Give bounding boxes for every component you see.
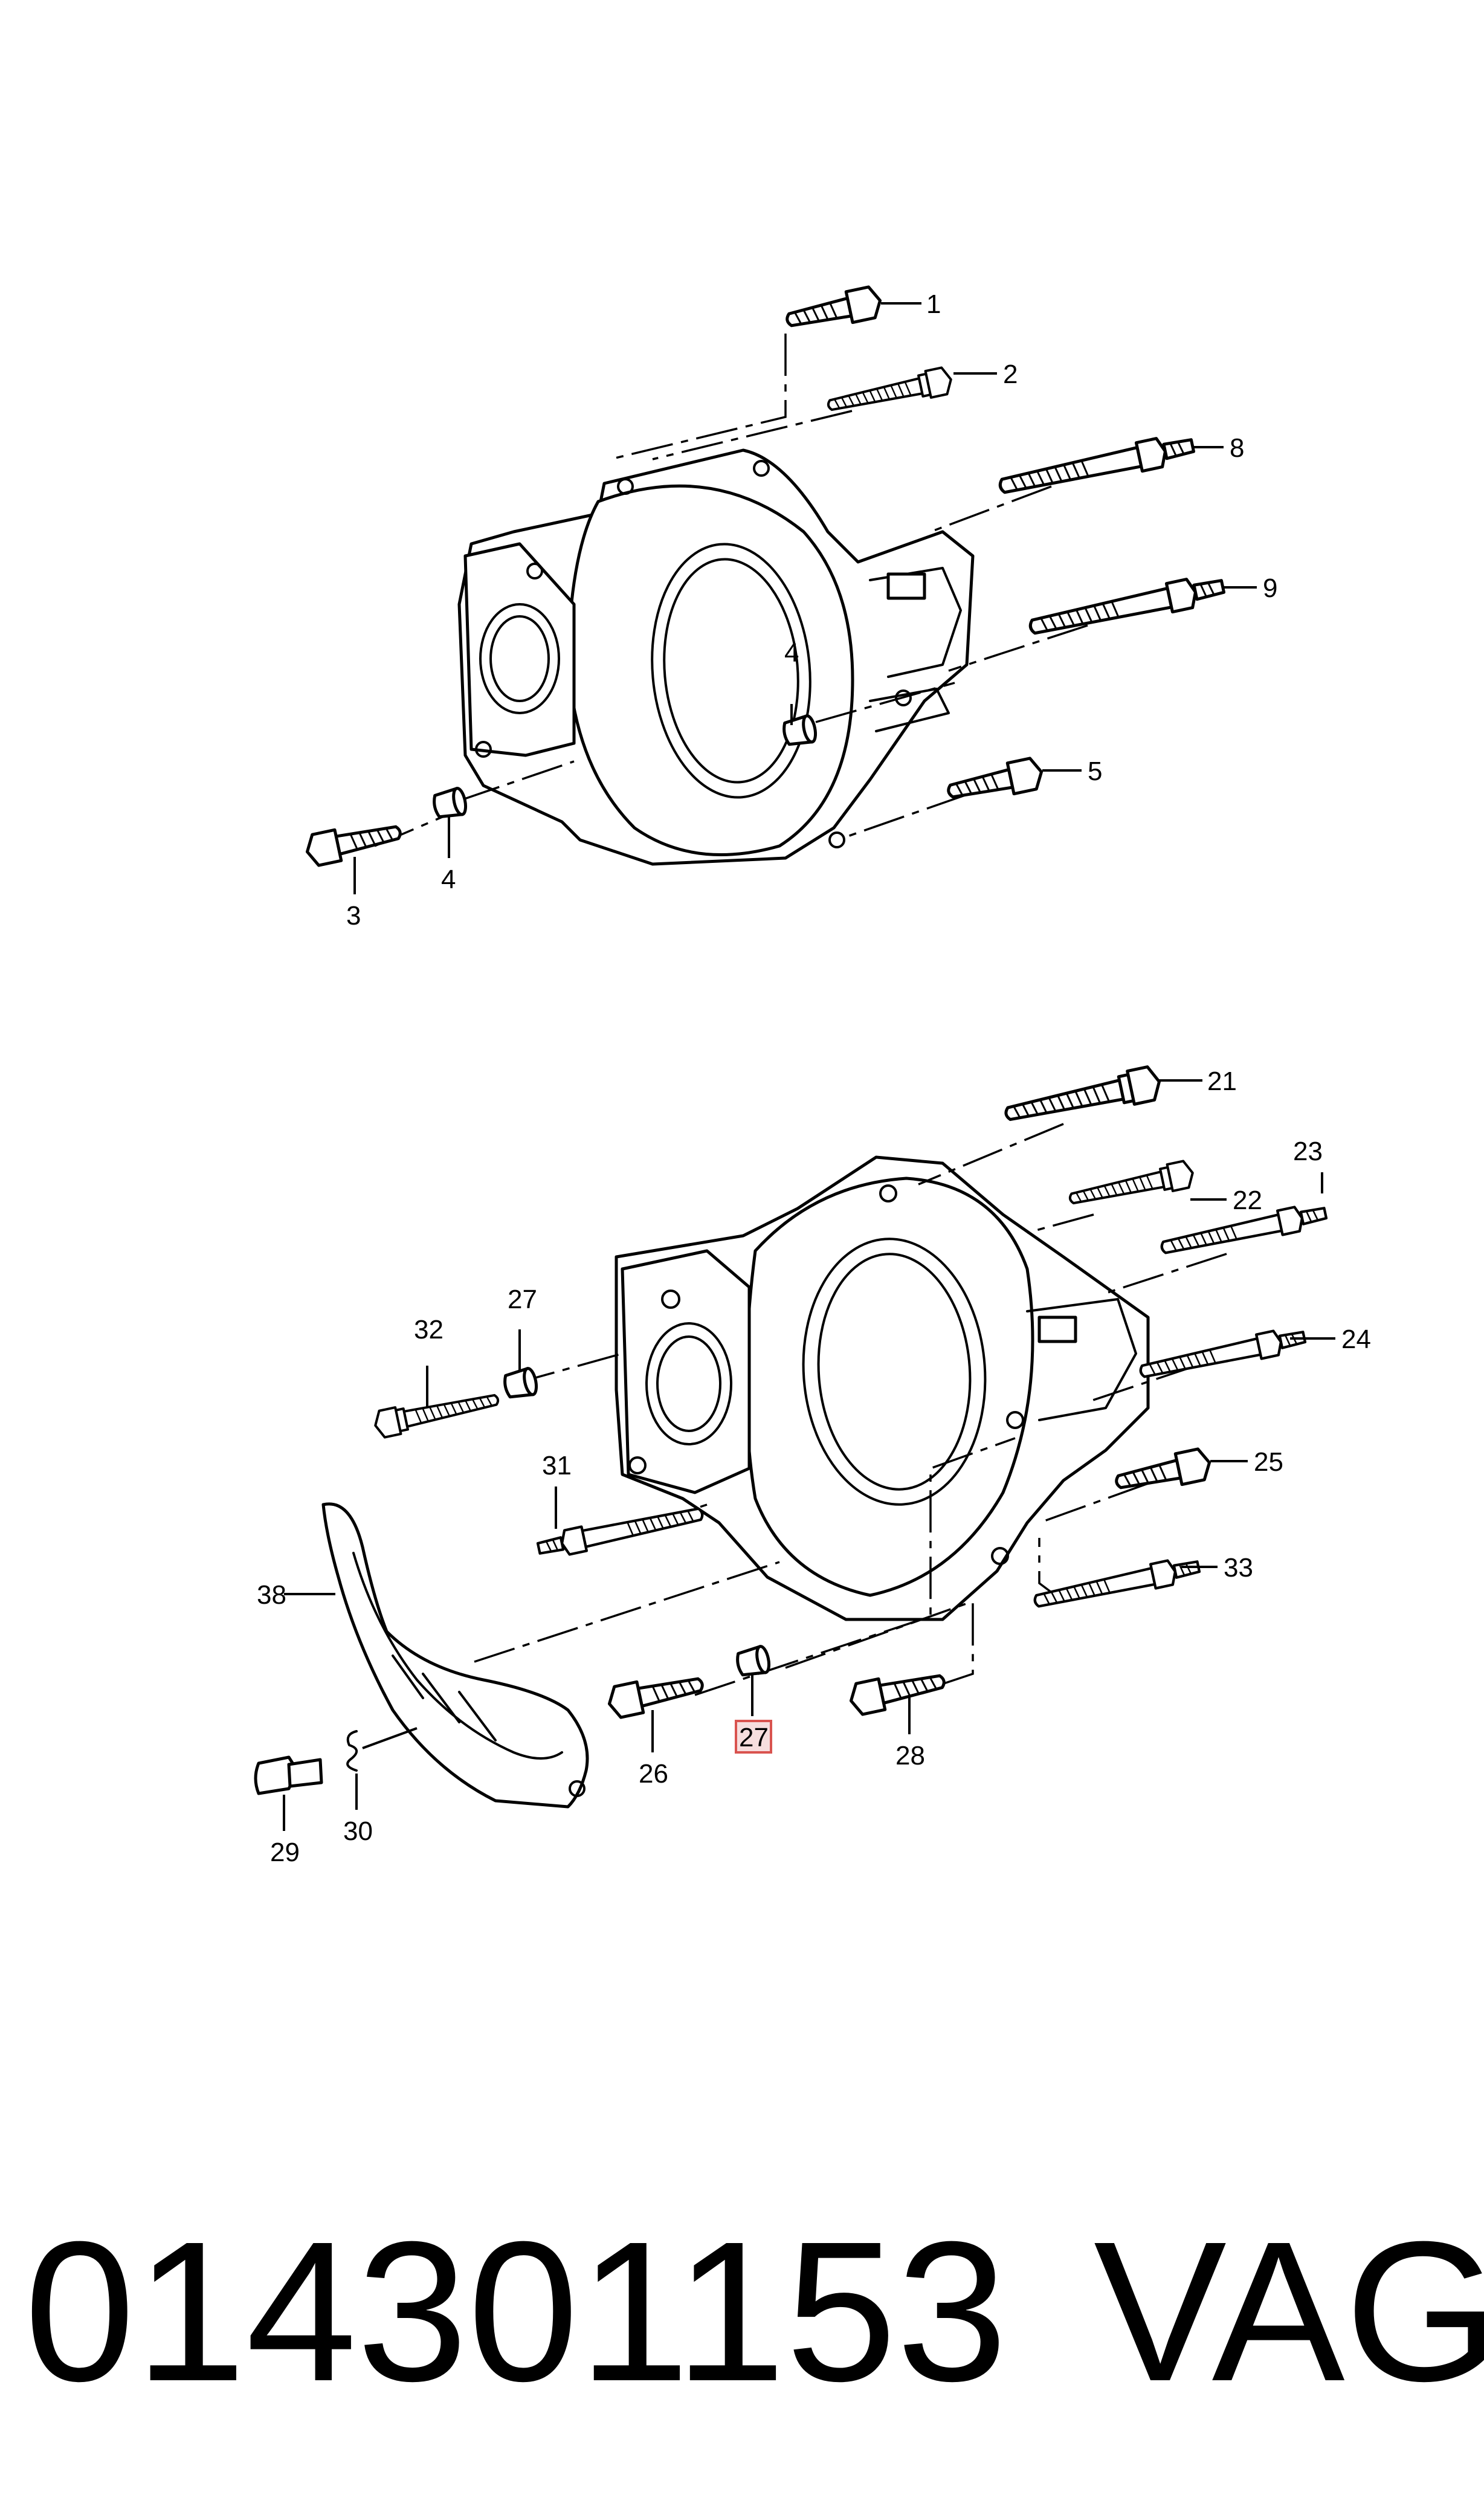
stud-31 [537,1502,705,1560]
bolt-1 [784,285,883,336]
highlight-box-27 [735,1720,772,1754]
callout-1: 1 [926,289,941,319]
lower-leaders [283,1079,1335,1831]
callout-23: 23 [1293,1137,1323,1166]
callout-28: 28 [895,1741,925,1771]
sleeve-27a [503,1367,538,1400]
callout-29: 29 [270,1838,300,1867]
sleeve-27b [735,1645,771,1678]
bolt-32 [373,1386,501,1439]
callout-24: 24 [1341,1325,1371,1354]
callout-8: 8 [1230,433,1244,463]
upper-transmission-housing [457,448,975,866]
callout-31: 31 [542,1451,572,1480]
diagram-svg: 1 2 8 9 4 5 3 4 [254,0,1371,1867]
callout-21: 21 [1207,1067,1237,1096]
callout-25: 25 [1254,1447,1283,1477]
callout-26: 26 [639,1759,668,1789]
bolt-22 [1067,1160,1195,1212]
upper-callouts: 1 2 8 9 4 5 3 4 [346,289,1277,931]
bolt-21 [1002,1065,1163,1131]
callout-27b: 27 [739,1723,769,1752]
callout-27a: 27 [508,1285,537,1314]
callout-4a: 4 [784,638,799,668]
callout-30: 30 [343,1816,373,1846]
bolt-28 [848,1666,947,1717]
callout-32: 32 [414,1315,444,1345]
callout-4b: 4 [441,865,456,894]
callout-2: 2 [1003,360,1018,389]
lower-callouts: 21 22 23 24 25 33 32 27 31 38 26 27 28 2… [257,1067,1371,1867]
brand-name: VAG [1094,2200,1484,2423]
stud-24 [1138,1325,1307,1384]
lower-transmission-housing [615,1155,1150,1621]
callout-33: 33 [1224,1553,1253,1583]
splash-shield-38 [321,1502,589,1809]
sleeve-4b [432,787,468,820]
callout-9: 9 [1263,573,1277,603]
bolt-26 [606,1669,705,1720]
clip-30 [346,1730,358,1772]
callout-3: 3 [346,901,361,931]
stud-9 [1028,572,1226,642]
stud-8 [998,431,1196,501]
bolt-5 [946,757,1045,807]
callout-22: 22 [1233,1186,1262,1215]
callout-5: 5 [1088,757,1102,786]
callout-38: 38 [257,1580,286,1610]
bolt-29 [254,1755,323,1795]
stud-33 [1033,1555,1201,1613]
lower-guide-lines [474,1123,1227,1696]
upper-leaders [353,302,1257,894]
part-number: 014301153 [24,2200,1008,2423]
bolt-2 [825,366,953,419]
